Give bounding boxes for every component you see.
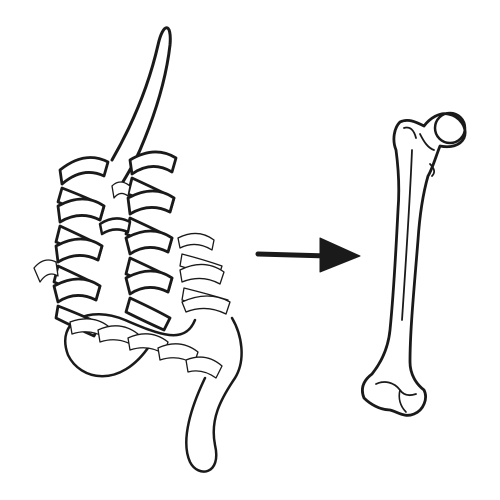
protein-helix-bottom <box>69 318 223 379</box>
protein-helix-connector <box>98 217 132 236</box>
femur-trochanter-detail <box>403 126 417 139</box>
protein-helix-left <box>52 156 110 338</box>
protein-ribbon-icon <box>33 26 243 473</box>
arrow-shaft <box>255 251 331 259</box>
protein-helix-back <box>177 232 231 315</box>
protein-back-strand <box>111 181 131 199</box>
femur-head <box>433 111 467 145</box>
protein-bottom-tail <box>185 316 243 473</box>
femur-shaft-line <box>401 149 413 321</box>
femur-condyle-detail <box>375 381 417 397</box>
arrow-head <box>319 237 361 273</box>
femur-lesser-trochanter <box>429 163 436 177</box>
protein-left-wing <box>33 259 59 283</box>
femur-neck-detail <box>419 133 435 151</box>
femur-bone-icon <box>361 111 467 417</box>
transformation-arrow <box>255 237 361 273</box>
protein-helix-right <box>124 150 178 332</box>
femur-epicondyle-detail <box>398 389 407 413</box>
femur-outline <box>361 112 467 417</box>
